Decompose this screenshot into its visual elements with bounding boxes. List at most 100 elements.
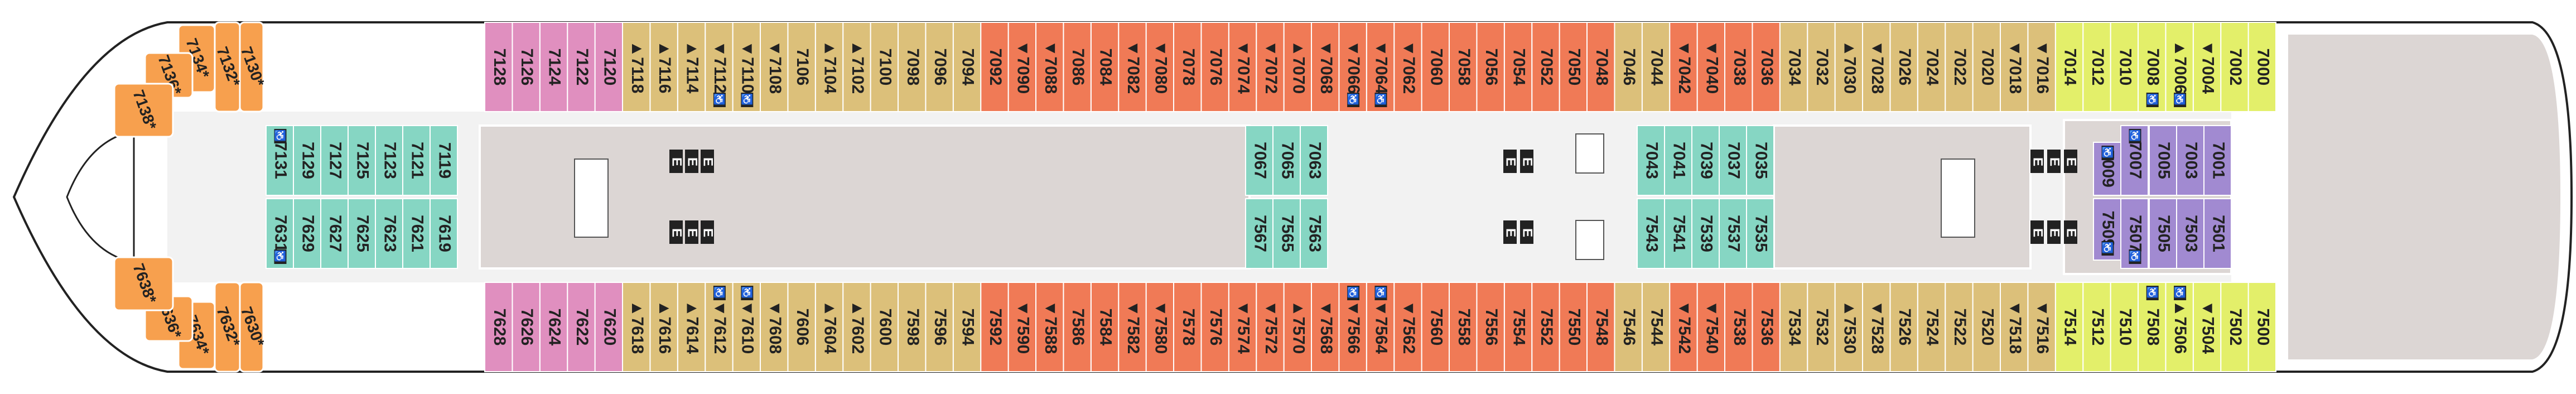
- cabin-7576[interactable]: 7576: [1200, 282, 1229, 372]
- cabin-7009[interactable]: 7009♿: [2093, 142, 2121, 196]
- cabin-7063[interactable]: 7063: [1300, 125, 1328, 196]
- cabin-7528[interactable]: ▼7528: [1862, 282, 1891, 372]
- cabin-7050[interactable]: 7050: [1559, 22, 1588, 112]
- cabin-7509[interactable]: 7509♿: [2093, 198, 2121, 261]
- cabin-7538[interactable]: 7538: [1724, 282, 1753, 372]
- cabin-7024[interactable]: 7024: [1917, 22, 1946, 112]
- cabin-7586[interactable]: 7586: [1063, 282, 1092, 372]
- cabin-7131[interactable]: 7131♿: [266, 125, 294, 196]
- cabin-7619[interactable]: 7619: [430, 198, 458, 269]
- cabin-7524[interactable]: 7524: [1917, 282, 1946, 372]
- cabin-7594[interactable]: 7594: [952, 282, 982, 372]
- cabin-7003[interactable]: 7003: [2176, 125, 2204, 196]
- cabin-7096[interactable]: 7096: [925, 22, 954, 112]
- cabin-7037[interactable]: 7037: [1719, 125, 1747, 196]
- cabin-7546[interactable]: 7546: [1614, 282, 1643, 372]
- cabin-7565[interactable]: 7565: [1272, 198, 1301, 269]
- cabin-7104[interactable]: ▲7104: [814, 22, 844, 112]
- cabin-7060[interactable]: 7060: [1421, 22, 1450, 112]
- cabin-7606[interactable]: 7606: [787, 282, 816, 372]
- suite-7130[interactable]: 7130*: [238, 21, 268, 113]
- cabin-7082[interactable]: ▼7082: [1118, 22, 1147, 112]
- cabin-7008[interactable]: 7008♿: [2138, 22, 2167, 112]
- cabin-7125[interactable]: 7125: [348, 125, 376, 196]
- cabin-7114[interactable]: ▲7114: [677, 22, 706, 112]
- cabin-7128[interactable]: 7128: [484, 22, 513, 112]
- cabin-7623[interactable]: 7623: [375, 198, 403, 269]
- cabin-7627[interactable]: 7627: [320, 198, 349, 269]
- cabin-7548[interactable]: 7548: [1586, 282, 1615, 372]
- cabin-7106[interactable]: 7106: [787, 22, 816, 112]
- cabin-7620[interactable]: 7620: [594, 282, 623, 372]
- cabin-7622[interactable]: 7622: [567, 282, 596, 372]
- cabin-7001[interactable]: 7001: [2203, 125, 2232, 196]
- cabin-7020[interactable]: 7020: [1972, 22, 2001, 112]
- suite-7132[interactable]: 7132*: [213, 21, 244, 113]
- cabin-7034[interactable]: 7034: [1779, 22, 1808, 112]
- suite-7632[interactable]: 7632*: [213, 281, 244, 373]
- cabin-7612[interactable]: ▼7612♿: [705, 282, 734, 372]
- cabin-7588[interactable]: ▼7588: [1035, 282, 1064, 372]
- cabin-7036[interactable]: 7036: [1752, 22, 1781, 112]
- cabin-7048[interactable]: 7048: [1586, 22, 1615, 112]
- cabin-7120[interactable]: 7120: [594, 22, 623, 112]
- cabin-7122[interactable]: 7122: [567, 22, 596, 112]
- cabin-7004[interactable]: ▼7004: [2192, 22, 2222, 112]
- cabin-7100[interactable]: 7100: [870, 22, 899, 112]
- cabin-7010[interactable]: 7010: [2110, 22, 2139, 112]
- cabin-7012[interactable]: 7012: [2082, 22, 2111, 112]
- cabin-7018[interactable]: ▼7018: [2000, 22, 2029, 112]
- cabin-7582[interactable]: ▼7582: [1118, 282, 1147, 372]
- cabin-7118[interactable]: ▲7118: [622, 22, 651, 112]
- cabin-7090[interactable]: ▼7090: [1007, 22, 1036, 112]
- cabin-7558[interactable]: 7558: [1449, 282, 1478, 372]
- cabin-7537[interactable]: 7537: [1719, 198, 1747, 269]
- cabin-7072[interactable]: ▼7072: [1256, 22, 1285, 112]
- cabin-7032[interactable]: 7032: [1807, 22, 1836, 112]
- cabin-7006[interactable]: ▲7006♿: [2165, 22, 2194, 112]
- cabin-7056[interactable]: 7056: [1476, 22, 1505, 112]
- cabin-7126[interactable]: 7126: [512, 22, 541, 112]
- cabin-7035[interactable]: 7035: [1746, 125, 1774, 196]
- cabin-7556[interactable]: 7556: [1476, 282, 1505, 372]
- cabin-7534[interactable]: 7534: [1779, 282, 1808, 372]
- cabin-7541[interactable]: 7541: [1664, 198, 1692, 269]
- cabin-7625[interactable]: 7625: [348, 198, 376, 269]
- cabin-7121[interactable]: 7121: [402, 125, 431, 196]
- cabin-7567[interactable]: 7567: [1245, 198, 1273, 269]
- suite-7630[interactable]: 7630*: [238, 281, 268, 373]
- cabin-7000[interactable]: 7000: [2247, 22, 2277, 112]
- cabin-7580[interactable]: ▼7580: [1145, 282, 1175, 372]
- cabin-7507[interactable]: 7507♿: [2120, 198, 2149, 269]
- cabin-7540[interactable]: ▼7540: [1696, 282, 1726, 372]
- cabin-7522[interactable]: 7522: [1945, 282, 1974, 372]
- cabin-7112[interactable]: ▼7112♿: [705, 22, 734, 112]
- cabin-7086[interactable]: 7086: [1063, 22, 1092, 112]
- cabin-7610[interactable]: ▼7610♿: [732, 282, 761, 372]
- cabin-7604[interactable]: ▲7604: [814, 282, 844, 372]
- cabin-7501[interactable]: 7501: [2203, 198, 2232, 269]
- cabin-7598[interactable]: 7598: [898, 282, 927, 372]
- cabin-7039[interactable]: 7039: [1691, 125, 1720, 196]
- cabin-7127[interactable]: 7127: [320, 125, 349, 196]
- cabin-7062[interactable]: ▼7062: [1393, 22, 1422, 112]
- cabin-7043[interactable]: 7043: [1637, 125, 1665, 196]
- cabin-7535[interactable]: 7535: [1746, 198, 1774, 269]
- cabin-7631[interactable]: 7631♿: [266, 198, 294, 269]
- cabin-7544[interactable]: 7544: [1641, 282, 1671, 372]
- cabin-7554[interactable]: 7554: [1503, 282, 1533, 372]
- cabin-7005[interactable]: 7005: [2149, 125, 2177, 196]
- cabin-7578[interactable]: 7578: [1173, 282, 1202, 372]
- cabin-7040[interactable]: ▼7040: [1696, 22, 1726, 112]
- cabin-7564[interactable]: ▼7564♿: [1366, 282, 1395, 372]
- cabin-7129[interactable]: 7129: [293, 125, 321, 196]
- suite-7138[interactable]: 7138*: [113, 83, 174, 138]
- cabin-7102[interactable]: ▲7102: [842, 22, 871, 112]
- cabin-7543[interactable]: 7543: [1637, 198, 1665, 269]
- cabin-7536[interactable]: 7536: [1752, 282, 1781, 372]
- cabin-7510[interactable]: 7510: [2110, 282, 2139, 372]
- cabin-7070[interactable]: ▲7070: [1283, 22, 1313, 112]
- cabin-7566[interactable]: ▼7566♿: [1338, 282, 1367, 372]
- cabin-7560[interactable]: 7560: [1421, 282, 1450, 372]
- cabin-7550[interactable]: 7550: [1559, 282, 1588, 372]
